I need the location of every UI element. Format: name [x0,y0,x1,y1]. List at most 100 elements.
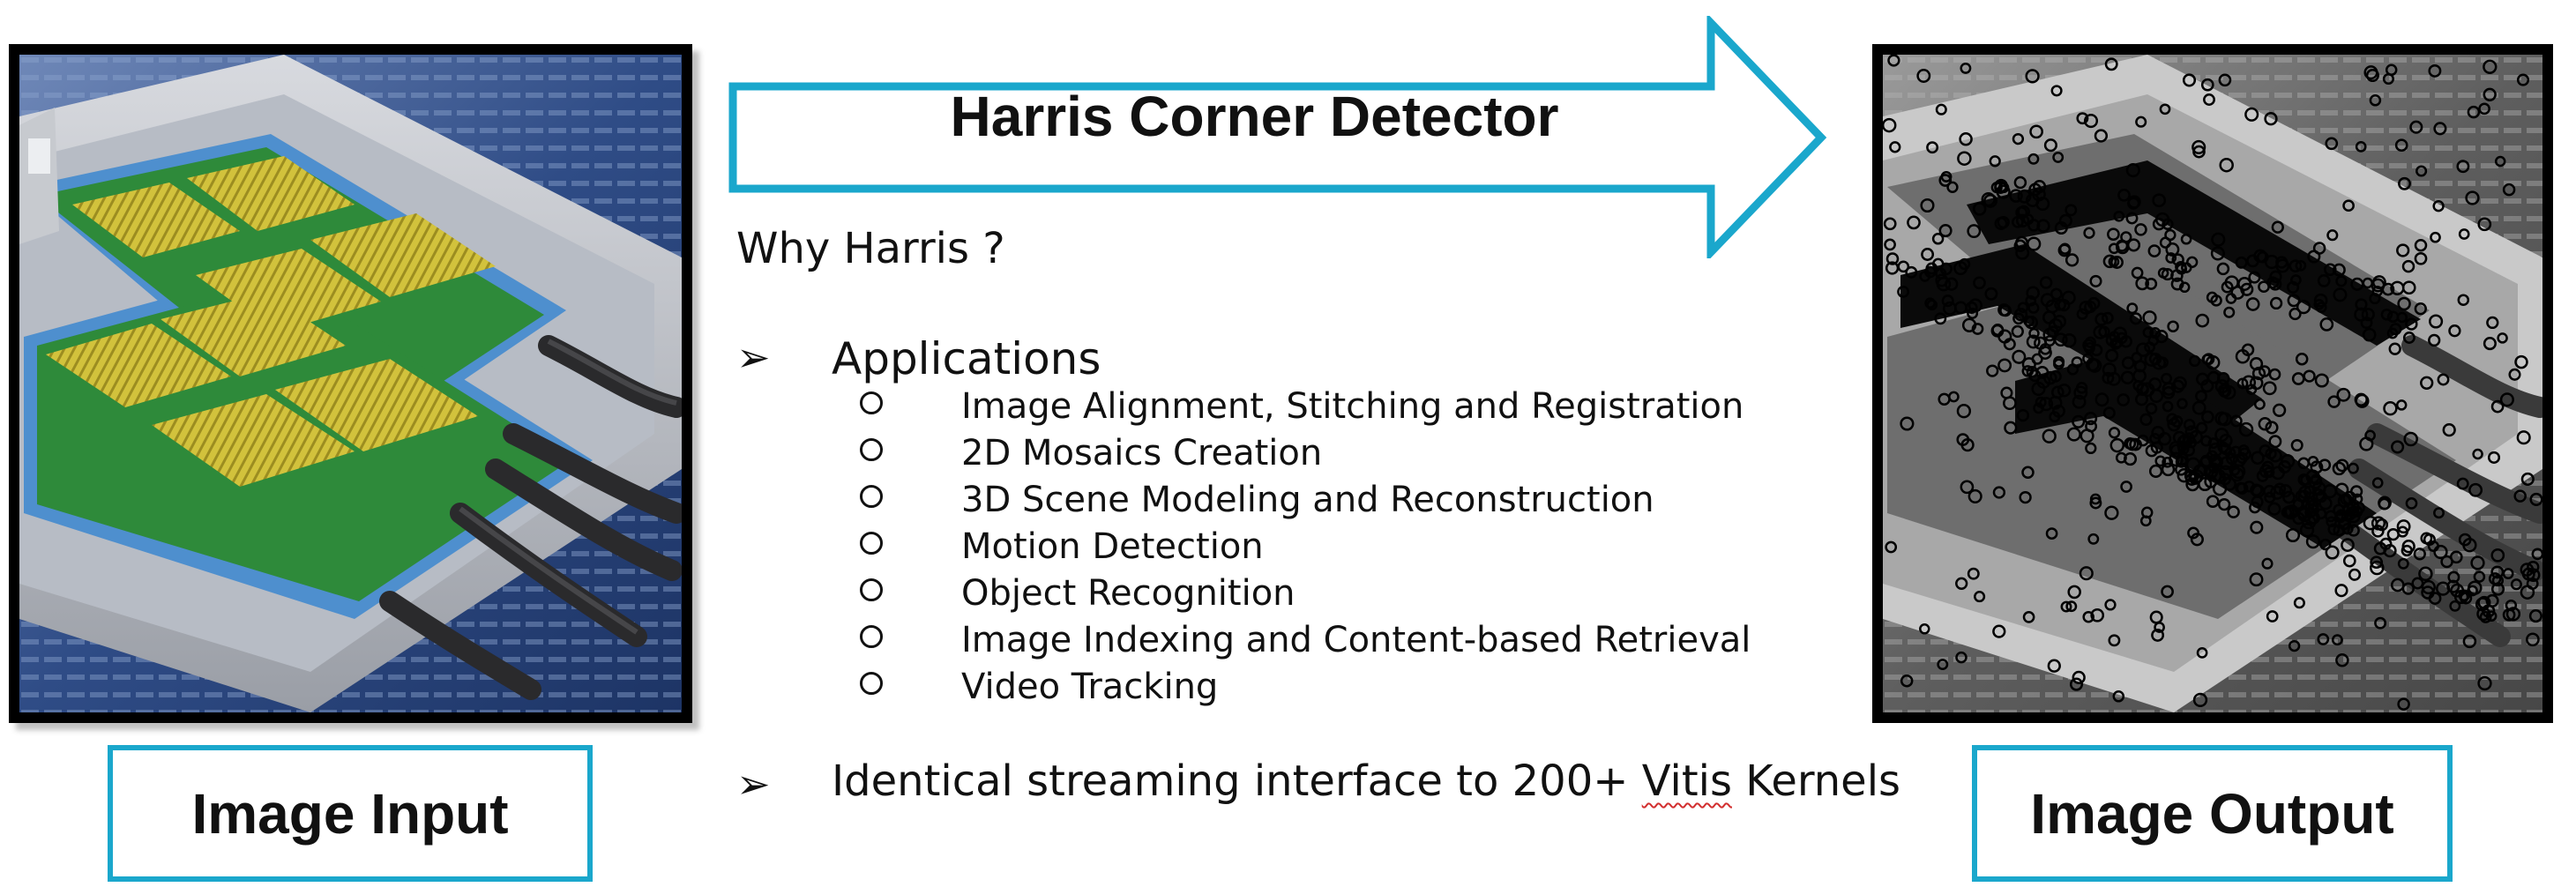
corner-marker [2066,363,2079,376]
corner-marker [2192,692,2208,708]
corner-marker [2050,287,2063,301]
corner-marker [2341,538,2355,552]
corner-marker [2058,242,2072,255]
corner-marker [2175,261,2187,273]
corner-marker [1889,141,1901,153]
corner-marker [2397,697,2410,711]
corner-marker [2205,354,2221,370]
input-image-frame [9,44,692,723]
corner-marker [2104,505,2119,520]
corner-marker [2279,484,2293,498]
corner-marker [2102,371,2115,384]
corner-marker [2073,385,2088,400]
corner-marker [2200,379,2214,393]
corner-marker [2405,497,2418,510]
corner-marker [2268,449,2282,463]
corner-marker [2121,356,2135,369]
corner-marker [2266,610,2279,622]
corner-marker [2156,356,2169,369]
corner-marker [2219,434,2233,448]
corner-marker [2414,302,2427,316]
corner-marker [2035,365,2050,379]
corner-marker [2470,555,2485,570]
corner-marker [2206,495,2220,509]
corner-marker [2066,427,2081,442]
corner-marker [2087,533,2100,545]
corner-marker [1916,69,1931,83]
corner-marker [2486,316,2499,330]
corner-marker [1997,215,2010,229]
corner-marker [2429,314,2444,329]
corner-marker [1997,182,2010,194]
corner-marker [2396,311,2408,324]
corner-marker [2304,506,2317,518]
corner-marker [2191,139,2206,154]
corner-marker [1967,567,1980,580]
corner-marker [1887,55,1900,67]
corner-marker [2405,317,2418,331]
application-text: 3D Scene Modeling and Reconstruction [961,480,1654,520]
corner-marker [2442,422,2456,437]
corner-marker [2456,477,2469,490]
corner-marker [2000,386,2013,399]
corner-marker [2310,460,2324,474]
corner-marker [2046,325,2059,339]
corner-marker [2333,524,2346,537]
hollow-circle-icon [860,438,883,461]
corner-marker [2319,317,2334,332]
corner-marker [2171,379,2185,393]
corner-marker [2012,349,2027,364]
corner-marker [2432,200,2445,212]
corner-marker [2317,274,2331,287]
corner-marker [2085,442,2097,455]
corner-marker [2142,310,2157,325]
corner-marker [2319,538,2332,551]
corner-marker [1997,329,2012,344]
corner-marker [1955,651,1967,664]
corner-marker [2053,358,2065,370]
corner-marker [2415,165,2428,177]
corner-marker [2079,566,2094,581]
corner-marker [2531,548,2542,561]
corner-marker [2295,259,2307,272]
corner-marker [2502,183,2516,197]
corner-marker [1959,132,1973,146]
corner-marker [2336,387,2351,402]
corner-marker [1967,488,1982,503]
corner-marker [2456,160,2470,174]
corner-marker [2473,570,2486,583]
corner-marker [1967,308,1979,319]
corner-marker [2039,397,2054,412]
corner-marker [2025,294,2037,307]
corner-marker [1926,299,1938,311]
corner-marker [2370,555,2384,570]
corner-marker [2217,412,2232,427]
corner-marker [2269,296,2283,310]
corner-marker [2258,365,2271,377]
corner-marker [2112,690,2125,703]
image-output-label: Image Output [1972,745,2453,882]
corner-detection-image [1883,55,2542,712]
corner-marker [2253,399,2266,410]
corner-marker [1972,202,1987,216]
corner-marker [2017,302,2029,313]
corner-marker [2161,268,2174,281]
corner-marker [1883,117,1897,133]
corner-marker [2335,458,2349,473]
corner-marker [2403,431,2418,447]
corner-marker [2268,277,2282,291]
corner-marker [2287,294,2301,308]
corner-marker [2235,349,2251,364]
corner-marker [2226,452,2238,466]
corner-marker [2414,238,2428,252]
corner-marker [2236,377,2249,390]
corner-marker [1920,198,1935,213]
corner-marker [2418,566,2433,582]
corner-marker [2090,607,2105,622]
corner-marker [2269,270,2282,283]
corner-marker [2370,560,2385,576]
corner-marker [2162,456,2174,468]
corner-marker [2152,193,2167,208]
corner-marker [2127,197,2140,210]
corner-marker [2235,256,2248,269]
